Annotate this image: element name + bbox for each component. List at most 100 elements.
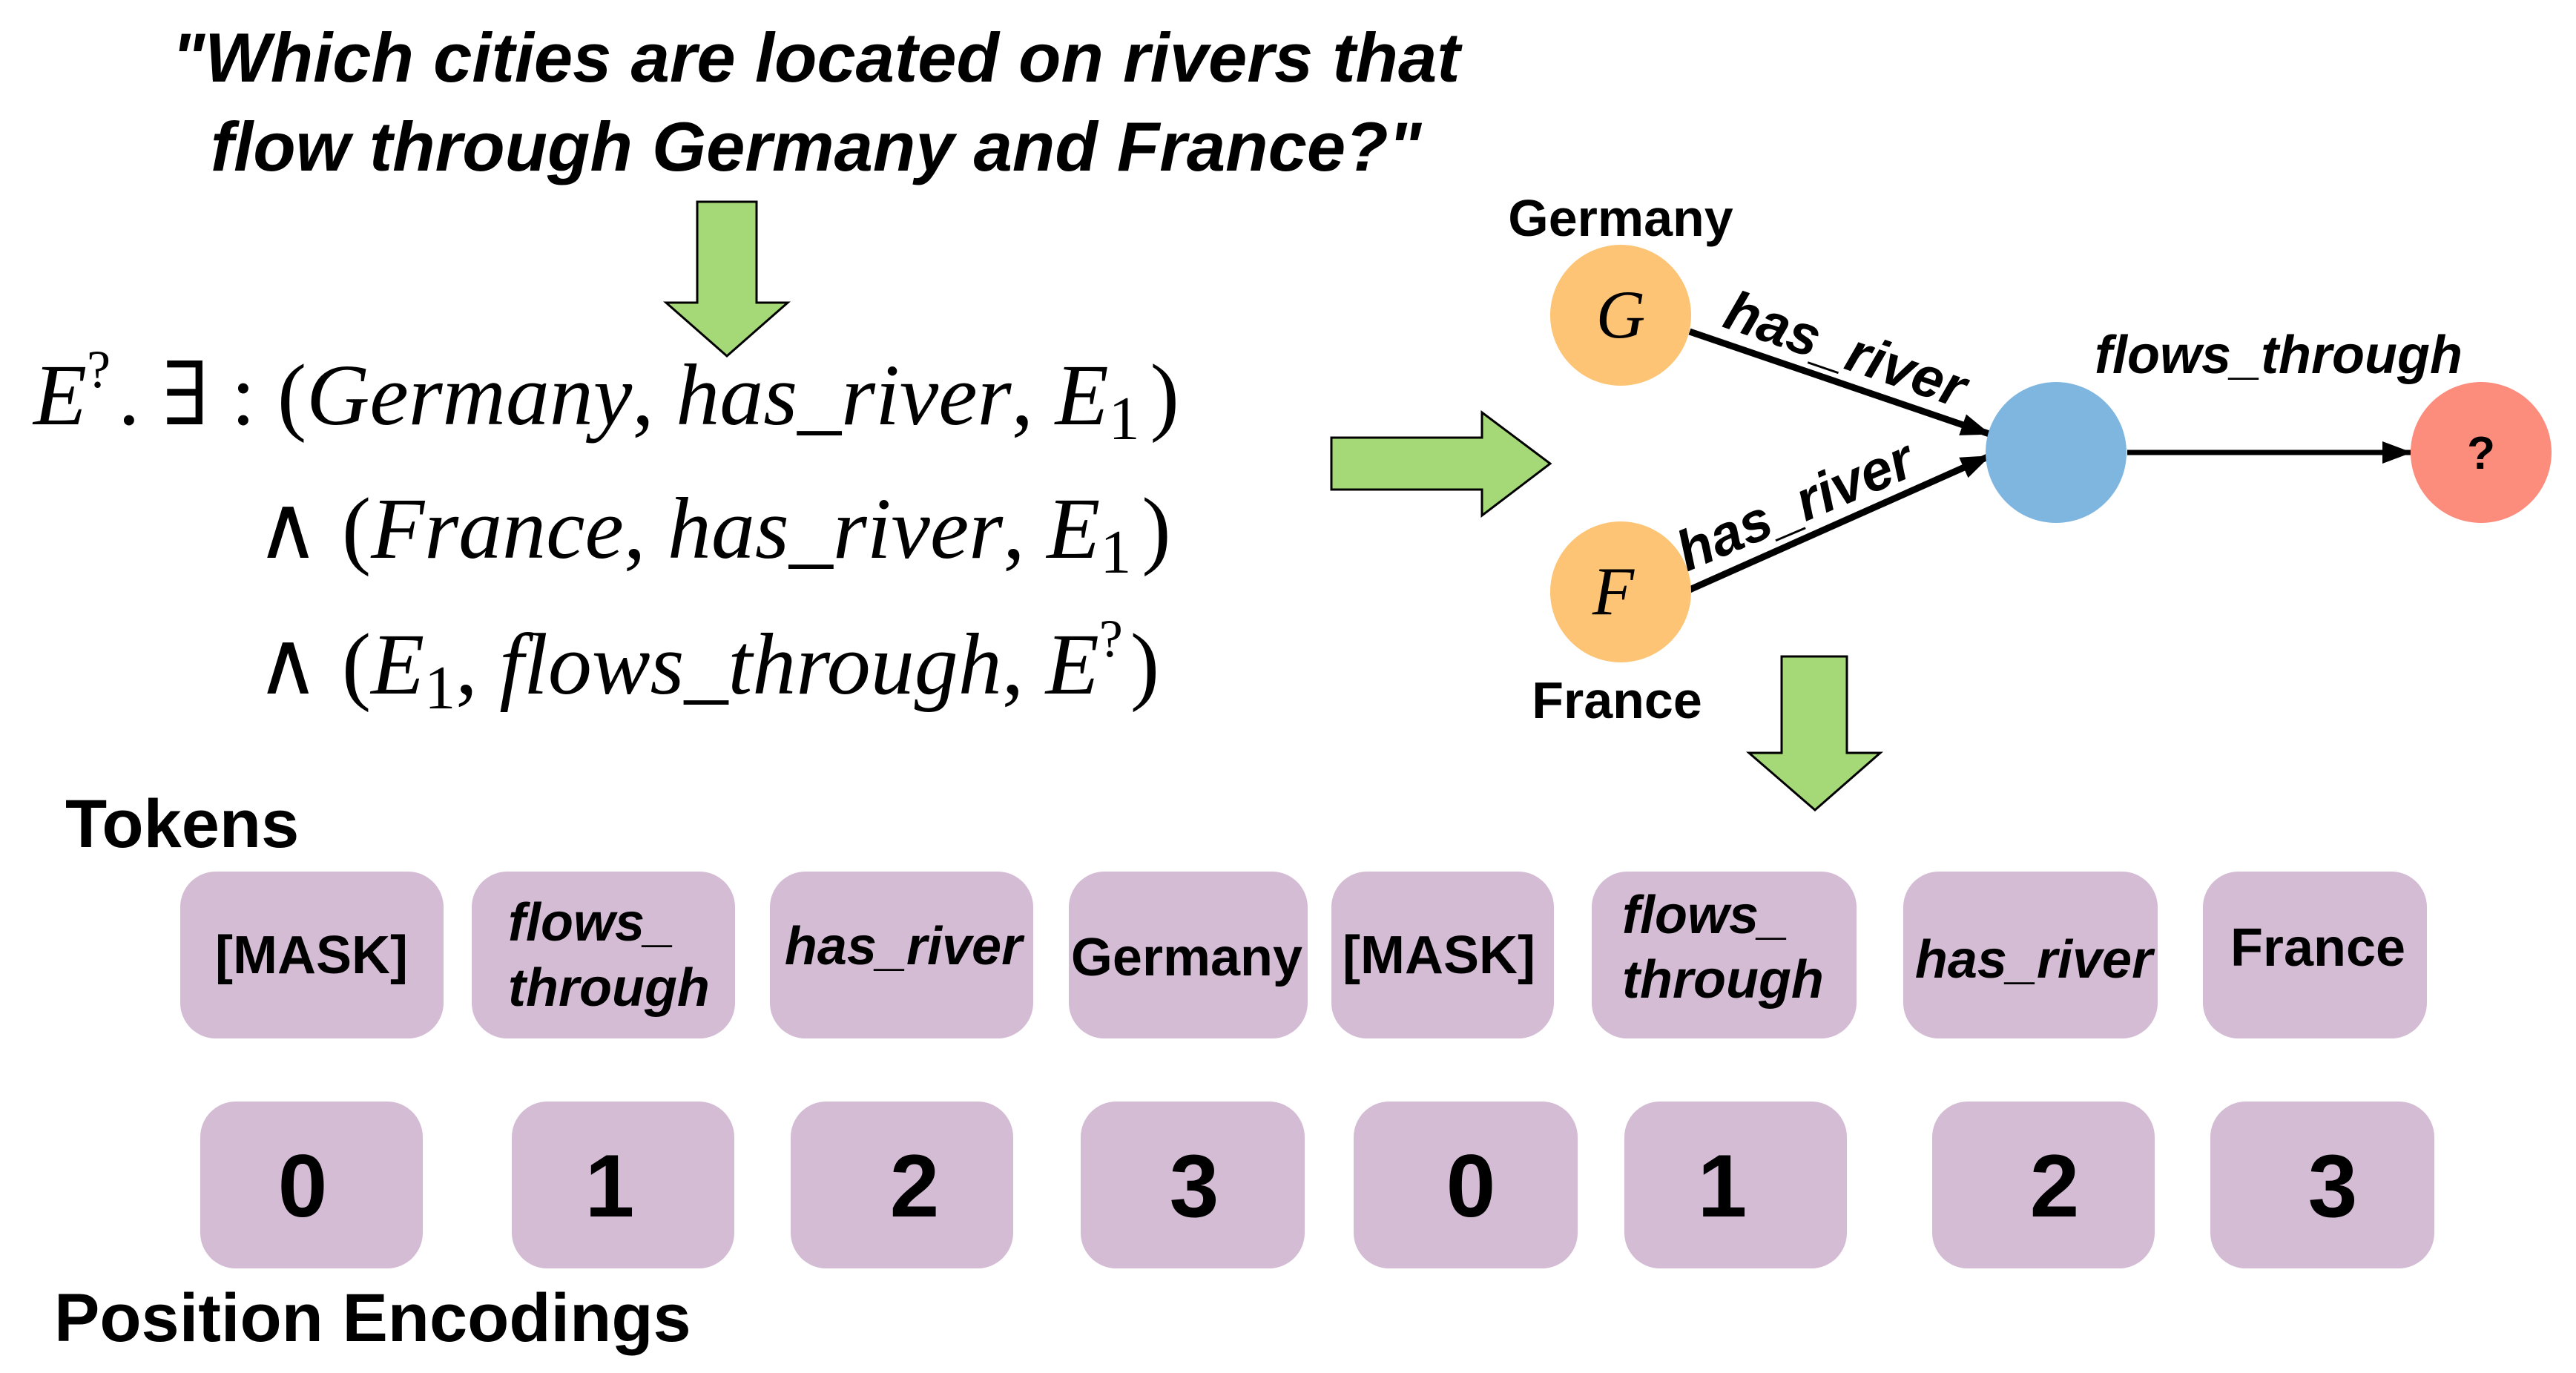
formula-variable-sub: 1: [1100, 518, 1131, 587]
formula-conjunction: ∧ (: [256, 480, 371, 577]
position-box: 0: [1354, 1102, 1578, 1268]
position-value: 1: [585, 1136, 635, 1236]
formula-close-paren: ): [1142, 480, 1170, 577]
token-box: Germany: [1069, 872, 1308, 1038]
formula-close-paren: ): [1130, 616, 1159, 713]
node-variable: [1986, 382, 2127, 523]
position-box: 2: [791, 1102, 1013, 1268]
position-value: 2: [890, 1136, 940, 1236]
position-box: 3: [1081, 1102, 1305, 1268]
position-box: 2: [1932, 1102, 2155, 1268]
formula-relation-has-river-2: has_river: [668, 480, 1004, 577]
node-germany-label: Germany: [1508, 189, 1733, 247]
position-value: 2: [2030, 1136, 2080, 1236]
token-label-line-2: through: [1622, 950, 1824, 1010]
token-label: flows_: [1622, 886, 1788, 945]
token-label: flows_: [508, 893, 674, 952]
edge-germany-has-river: [1688, 328, 1991, 438]
token-box-bg: [2203, 872, 2427, 1038]
token-label: France: [2230, 918, 2405, 978]
node-france: [1550, 521, 1691, 662]
position-box-bg: [1932, 1102, 2155, 1268]
token-box-bg: [180, 872, 444, 1038]
position-box-bg: [2210, 1102, 2434, 1268]
position-box: 3: [2210, 1102, 2434, 1268]
token-label: has_river: [1915, 930, 2155, 990]
position-value: 0: [278, 1136, 328, 1236]
formula-comma: ,: [455, 616, 499, 713]
formula-anchor-france: France: [370, 480, 624, 577]
formula-close-paren: ): [1150, 346, 1179, 444]
token-label: [MASK]: [215, 926, 408, 985]
token-box: France: [2203, 872, 2427, 1038]
node-france-label: France: [1532, 671, 1702, 729]
token-box: [MASK]: [1331, 872, 1554, 1038]
token-box: has_river: [1903, 872, 2158, 1038]
formula-anchor-germany: Germany: [306, 346, 633, 444]
down-arrow-question-to-formula: [663, 200, 791, 358]
token-box: has_river: [770, 872, 1033, 1038]
edge-label-flows-through: flows_through: [2095, 326, 2463, 385]
formula-variable-sub: 1: [1109, 384, 1140, 453]
position-value: 1: [1698, 1136, 1747, 1236]
token-box-bg: [1331, 872, 1554, 1038]
formula-relation-flows-through: flows_through: [499, 616, 1002, 713]
formula-line-2: ∧ (France, has_river, E1): [256, 480, 1171, 587]
formula-relation-has-river-1: has_river: [676, 346, 1012, 444]
formula-comma: ,: [632, 346, 676, 444]
token-box-bg: [472, 872, 735, 1038]
formula-comma: ,: [1012, 346, 1055, 444]
node-target: [2411, 382, 2552, 523]
formula-entity-sup: ?: [87, 340, 111, 399]
position-box: 0: [200, 1102, 423, 1268]
position-box: 1: [512, 1102, 734, 1268]
formula-line-3: ∧ (E1, flows_through, E?): [256, 609, 1159, 722]
node-germany: [1550, 245, 1691, 386]
token-label-line-2: through: [508, 958, 710, 1018]
token-box-bg: [1592, 872, 1857, 1038]
token-box-bg: [770, 872, 1033, 1038]
node-germany-letter: G: [1596, 277, 1645, 352]
token-label: has_river: [785, 917, 1025, 976]
position-box-bg: [200, 1102, 423, 1268]
node-france-letter: F: [1592, 553, 1635, 629]
node-target-label: ?: [2467, 428, 2495, 479]
position-box-bg: [512, 1102, 734, 1268]
token-box: [MASK]: [180, 872, 444, 1038]
formula-comma: ,: [1003, 480, 1047, 577]
formula-target: E: [1044, 616, 1099, 713]
down-arrow-graph-to-tokens: [1745, 655, 1883, 811]
position-box: 1: [1624, 1102, 1847, 1268]
token-box-bg: [1903, 872, 2158, 1038]
formula-line-1: E?. ∃ : (Germany, has_river, E1): [32, 340, 1179, 453]
token-label: [MASK]: [1343, 926, 1535, 985]
formula-quantifier: . ∃ : (: [118, 346, 306, 444]
formula-comma: ,: [624, 480, 668, 577]
position-value: 3: [2308, 1136, 2358, 1236]
question-line-2: flow through Germany and France?": [211, 108, 1423, 185]
formula-variable: E: [1054, 346, 1109, 444]
positions-section-label: Position Encodings: [54, 1280, 691, 1356]
formula-comma: ,: [1002, 616, 1046, 713]
edge-france-has-river: [1688, 452, 1991, 593]
question-line-1: "Which cities are located on rivers that: [171, 19, 1463, 96]
edge-label-germany-has-river: has_river: [1717, 279, 1977, 421]
formula-conjunction: ∧ (: [256, 616, 371, 713]
tokens-section-label: Tokens: [65, 786, 299, 862]
position-value: 0: [1446, 1136, 1496, 1236]
right-arrow-formula-to-graph: [1330, 410, 1552, 518]
token-box-bg: [1069, 872, 1308, 1038]
formula-variable-sub: 1: [424, 653, 455, 722]
formula-target-sup: ?: [1099, 609, 1123, 668]
position-value: 3: [1170, 1136, 1219, 1236]
token-box: flows_ through: [1592, 872, 1857, 1038]
formula-variable: E: [1045, 480, 1100, 577]
formula-entity: E: [32, 346, 87, 444]
token-box: flows_ through: [472, 872, 735, 1038]
position-box-bg: [791, 1102, 1013, 1268]
formula-variable: E: [369, 616, 424, 713]
position-box-bg: [1624, 1102, 1847, 1268]
position-box-bg: [1081, 1102, 1305, 1268]
token-label: Germany: [1071, 928, 1302, 987]
